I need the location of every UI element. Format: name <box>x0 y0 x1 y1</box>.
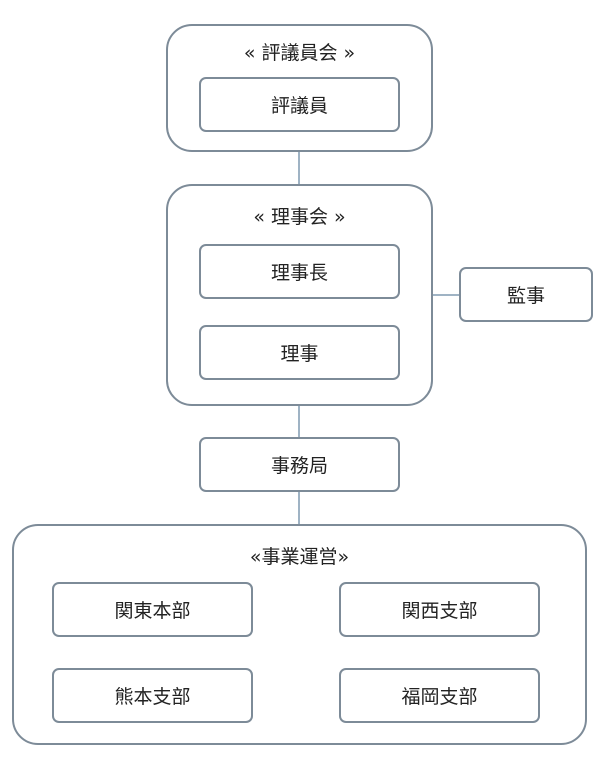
secretariat-box: 事務局 <box>199 437 400 492</box>
branch-kanto-box: 関東本部 <box>52 582 253 637</box>
board-director-box: 理事 <box>199 325 400 380</box>
branch-fukuoka-box: 福岡支部 <box>339 668 540 723</box>
board-chair-box: 理事長 <box>199 244 400 299</box>
connector-board-auditor <box>432 294 460 296</box>
branch-kumamoto-box: 熊本支部 <box>52 668 253 723</box>
board-title: « 理事会 » <box>253 206 346 228</box>
operations-title: «事業運営» <box>249 546 350 568</box>
branch-kansai-box: 関西支部 <box>339 582 540 637</box>
connector-council-board <box>298 150 300 185</box>
council-title: « 評議員会 » <box>243 42 356 64</box>
connector-board-secretariat <box>298 404 300 438</box>
connector-secretariat-operations <box>298 490 300 526</box>
auditor-box: 監事 <box>459 267 593 322</box>
council-member-box: 評議員 <box>199 77 400 132</box>
